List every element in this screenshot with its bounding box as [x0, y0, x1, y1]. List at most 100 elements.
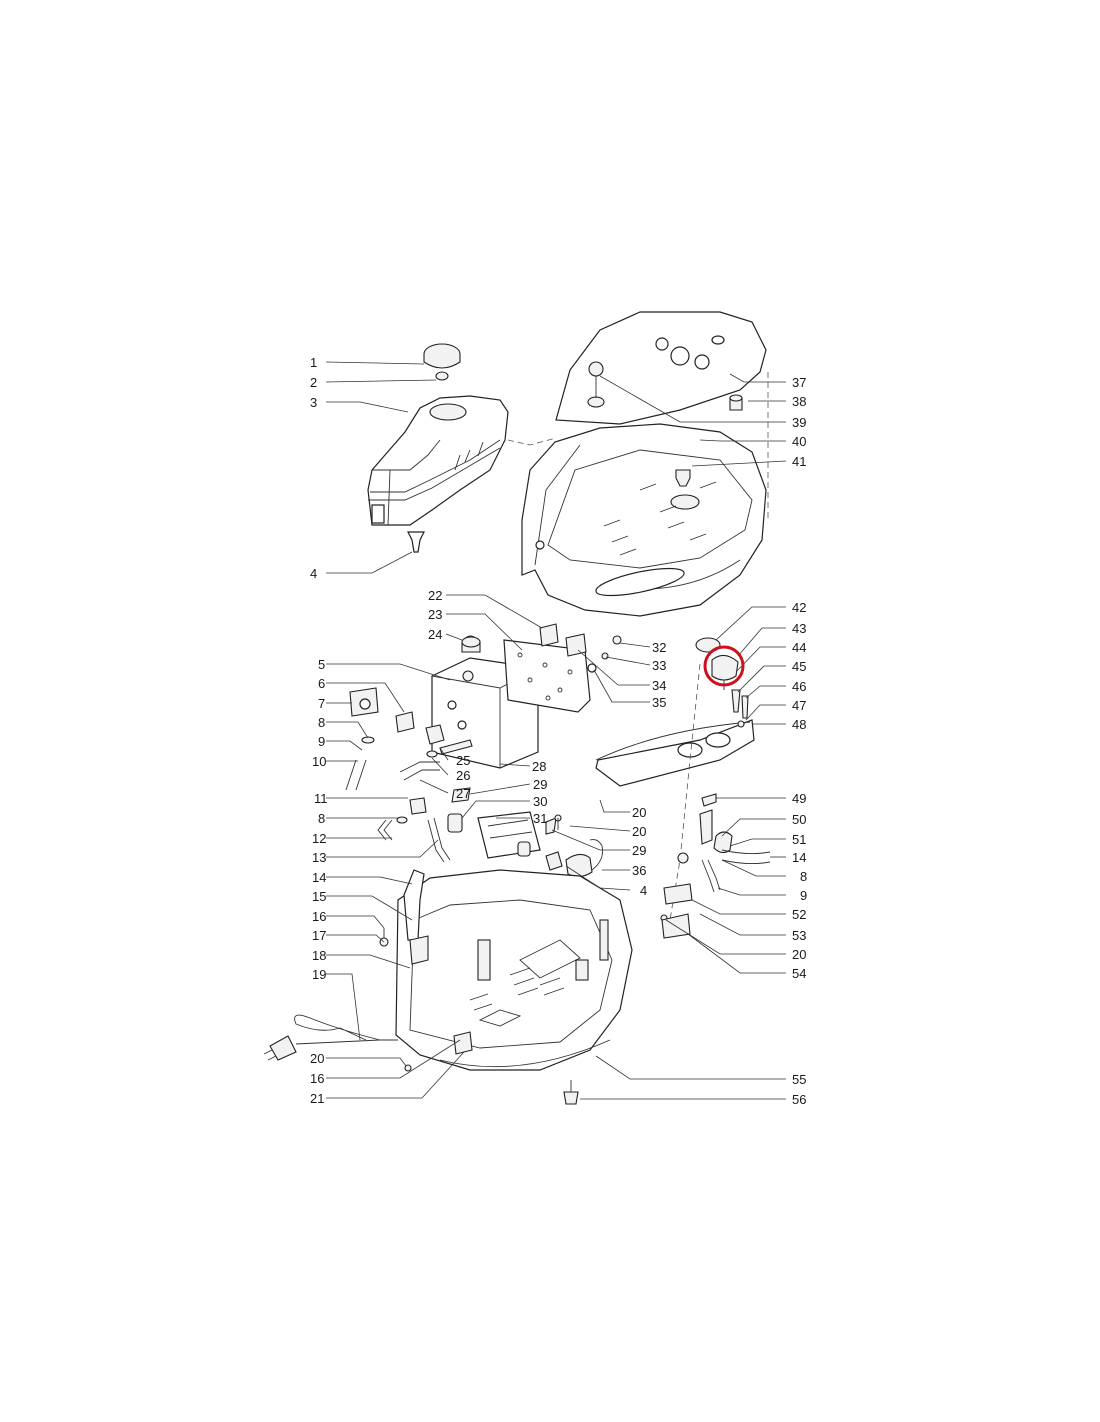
label-20d: 20 [792, 947, 806, 962]
label-12: 12 [312, 831, 326, 846]
tank-latch [371, 504, 385, 524]
base-shell [395, 869, 633, 1071]
steam-valve [663, 883, 693, 905]
tee-fitting [395, 711, 415, 733]
label-20a: 20 [310, 1051, 324, 1066]
label-32: 32 [652, 640, 666, 655]
label-17: 17 [312, 928, 326, 943]
label-11: 11 [314, 791, 328, 806]
label-43: 43 [792, 621, 806, 636]
label-13: 13 [312, 850, 326, 865]
label-42: 42 [792, 600, 806, 615]
label-14b: 14 [792, 850, 806, 865]
label-54: 54 [792, 966, 806, 981]
label-27: 27 [456, 786, 470, 801]
label-5: 5 [318, 657, 325, 672]
label-36: 36 [632, 863, 646, 878]
label-9b: 9 [800, 888, 807, 903]
right-assembly-group [595, 637, 771, 939]
upper-body-shell [521, 423, 767, 617]
tank-valve [407, 531, 425, 553]
label-22: 22 [428, 588, 442, 603]
label-26: 26 [456, 768, 470, 783]
label-47: 47 [792, 698, 806, 713]
label-52: 52 [792, 907, 806, 922]
label-33: 33 [652, 658, 666, 673]
power-plug [269, 1035, 297, 1061]
tank-gasket [435, 371, 449, 381]
filter-cap [711, 654, 739, 681]
highlight-circle [703, 645, 745, 687]
rubber-foot [563, 1091, 579, 1105]
nozzle-flange [701, 793, 717, 807]
label-24: 24 [428, 627, 442, 642]
label-49: 49 [792, 791, 806, 806]
label-16b: 16 [310, 1071, 324, 1086]
boiler-group [345, 623, 622, 791]
label-14a: 14 [312, 870, 326, 885]
flow-meter [409, 797, 427, 815]
label-4b: 4 [640, 883, 647, 898]
label-28: 28 [532, 759, 546, 774]
base-group [263, 869, 633, 1105]
pump-group [377, 787, 603, 878]
label-16a: 16 [312, 909, 326, 924]
cover-knob [588, 361, 604, 377]
water-tank-group [367, 343, 557, 553]
terminal-block [453, 1031, 473, 1055]
label-6: 6 [318, 676, 325, 691]
label-48: 48 [792, 717, 806, 732]
label-35: 35 [652, 695, 666, 710]
label-8c: 8 [800, 869, 807, 884]
label-40: 40 [792, 434, 806, 449]
label-37: 37 [792, 375, 806, 390]
label-2: 2 [310, 375, 317, 390]
label-21: 21 [310, 1091, 324, 1106]
labels-right: 37 38 39 40 41 42 43 44 45 46 47 48 49 5… [792, 375, 807, 1107]
pump-elbow [565, 853, 593, 878]
label-29a: 29 [533, 777, 547, 792]
label-18: 18 [312, 948, 326, 963]
label-9a: 9 [318, 734, 325, 749]
label-29b: 29 [632, 843, 646, 858]
steam-pipe [403, 869, 425, 941]
labels-center: 32 33 34 35 29 30 31 20 20 29 36 4 [533, 640, 666, 898]
pump-inlet [447, 813, 463, 833]
label-8a: 8 [318, 715, 325, 730]
top-cover-group [555, 311, 767, 425]
tank-opening [429, 403, 467, 421]
label-4: 4 [310, 566, 317, 581]
thermostat-2 [565, 633, 587, 657]
label-8b: 8 [318, 811, 325, 826]
drip-outlet [670, 494, 700, 510]
label-19: 19 [312, 967, 326, 982]
upper-body-group [521, 372, 769, 617]
label-38: 38 [792, 394, 806, 409]
label-7: 7 [318, 696, 325, 711]
label-51: 51 [792, 832, 806, 847]
label-31: 31 [533, 811, 547, 826]
label-3: 3 [310, 395, 317, 410]
leader-lines [325, 361, 787, 1100]
label-10: 10 [312, 754, 326, 769]
valve-knob [675, 469, 691, 487]
label-23: 23 [428, 607, 442, 622]
drip-tray-cover [595, 719, 755, 787]
nozzle-pipe [699, 809, 713, 845]
label-30: 30 [533, 794, 547, 809]
label-45: 45 [792, 659, 806, 674]
label-20b: 20 [632, 805, 646, 820]
label-41: 41 [792, 454, 806, 469]
label-25: 25 [456, 753, 470, 768]
label-1: 1 [310, 355, 317, 370]
label-53: 53 [792, 928, 806, 943]
label-15: 15 [312, 889, 326, 904]
label-46: 46 [792, 679, 806, 694]
label-50: 50 [792, 812, 806, 827]
label-44: 44 [792, 640, 806, 655]
label-39: 39 [792, 415, 806, 430]
thermostat-1 [539, 623, 559, 647]
label-56: 56 [792, 1092, 806, 1107]
label-34: 34 [652, 678, 666, 693]
labels-left: 1 2 3 4 22 23 24 5 6 7 8 9 10 25 26 27 2… [310, 355, 546, 1106]
